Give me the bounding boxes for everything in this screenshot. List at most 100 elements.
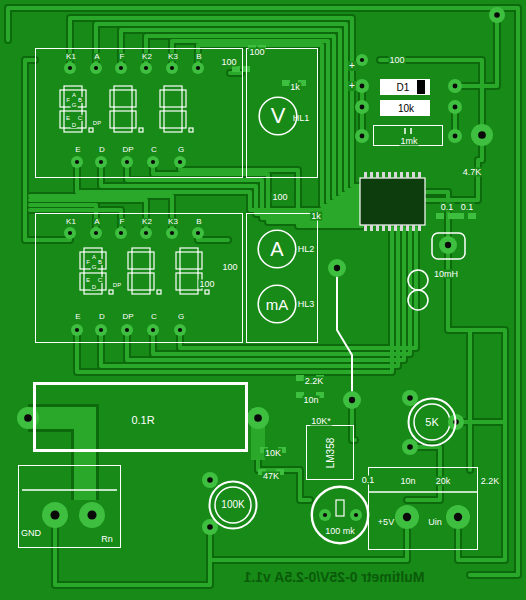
display-segment	[176, 273, 180, 290]
solder-pad	[64, 62, 76, 74]
part-value: 0.1	[440, 203, 455, 212]
pad-copper	[355, 79, 369, 93]
board-title: Multimetr 0-25V/0-2.5A v1.1	[243, 570, 426, 584]
chip-pin	[388, 172, 391, 178]
display-segment	[132, 90, 136, 107]
component-text: Rn	[100, 535, 114, 544]
part-value: +	[348, 61, 356, 71]
pad-copper	[121, 156, 133, 168]
component-outline: 0.1R	[33, 382, 248, 452]
component-text: V	[270, 105, 287, 127]
terminal-outline	[22, 489, 117, 491]
diode-band	[417, 80, 425, 94]
part-value: 10n	[302, 396, 319, 405]
pad-hole	[196, 66, 200, 70]
component-text: C	[150, 146, 158, 154]
chip-pin	[412, 225, 415, 231]
pad-hole	[360, 84, 365, 89]
chip-pin	[364, 172, 367, 178]
component-outline: LM358	[306, 425, 354, 480]
solder-pad	[395, 505, 419, 529]
component-text: B	[77, 97, 83, 103]
pad-hole	[170, 231, 174, 235]
solder-pad	[90, 227, 102, 239]
component-text: B	[195, 218, 202, 226]
pad-copper	[355, 100, 369, 114]
part-value: 47K	[262, 472, 280, 481]
pad-copper	[174, 324, 186, 336]
solder-pad	[328, 259, 346, 277]
pad-copper	[439, 236, 457, 254]
pad-copper	[192, 62, 204, 74]
pad-copper	[115, 62, 127, 74]
pad-hole	[453, 105, 458, 110]
display-segment	[114, 128, 132, 132]
smd-pad	[448, 213, 456, 219]
pad-hole	[453, 84, 458, 89]
pad-hole	[75, 160, 79, 164]
component-circle: mA	[257, 284, 297, 324]
component-text: mA	[265, 297, 290, 312]
pad-hole	[24, 414, 32, 422]
component-text: HL3	[297, 300, 316, 309]
component-text: A	[269, 239, 284, 259]
pad-copper	[328, 259, 346, 277]
component-text: 5K	[424, 417, 439, 428]
solder-pad	[202, 472, 218, 488]
component-text: DP	[112, 282, 122, 288]
pad-hole	[254, 414, 262, 422]
pad-hole	[407, 395, 413, 401]
chip-pin	[394, 172, 397, 178]
component-text: F	[119, 53, 126, 61]
pad-hole	[494, 12, 500, 18]
component-text: DP	[121, 146, 134, 154]
pad-copper	[247, 407, 269, 429]
pad-hole	[334, 265, 340, 271]
component-outline: 10k	[380, 100, 430, 116]
pad-hole	[178, 160, 182, 164]
chip-pin	[406, 172, 409, 178]
circle-outline-stroke	[409, 399, 456, 446]
display-segment	[180, 269, 198, 273]
solder-pad	[192, 227, 204, 239]
component-outline: 1mk	[373, 125, 443, 146]
component-outline: HL2HL3 AmA	[246, 213, 318, 343]
component-outline: K1AFK2K3BEDDPCGAFBGECDDP	[35, 48, 243, 178]
power-trace	[28, 418, 85, 500]
pad-hole	[360, 58, 364, 62]
part-value: 10mH	[433, 270, 459, 279]
pad-hole	[99, 160, 103, 164]
display-segment	[80, 273, 84, 290]
component-text: HL2	[297, 245, 316, 254]
pad-hole	[94, 231, 98, 235]
circle-outline-stroke	[210, 482, 257, 529]
pad-hole	[125, 328, 129, 332]
chip-pin	[376, 225, 379, 231]
pad-copper	[166, 62, 178, 74]
component-text: 0.1R	[130, 415, 155, 426]
component-text: G	[91, 264, 98, 270]
component-text: A	[93, 218, 100, 226]
copper-trace	[8, 8, 518, 585]
display-segment	[84, 290, 102, 294]
pad-hole	[125, 160, 129, 164]
part-value: +	[348, 81, 356, 91]
component-circle: 100 mk	[310, 485, 370, 545]
pad-hole	[478, 131, 486, 139]
smd-pad	[468, 213, 476, 219]
component-text: 100 mk	[324, 527, 356, 536]
component-text: 100K	[220, 500, 245, 510]
pad-hole	[323, 513, 327, 517]
display-segment	[182, 111, 186, 128]
pad-hole	[68, 231, 72, 235]
pad-copper	[121, 324, 133, 336]
pad-copper	[355, 129, 369, 143]
pad-copper	[71, 324, 83, 336]
pad-copper	[95, 324, 107, 336]
solder-pad	[121, 324, 133, 336]
part-value: 4.7K	[462, 168, 483, 177]
component-text: B	[195, 53, 202, 61]
mcu-chip	[360, 178, 425, 225]
component-text: G	[177, 313, 185, 321]
